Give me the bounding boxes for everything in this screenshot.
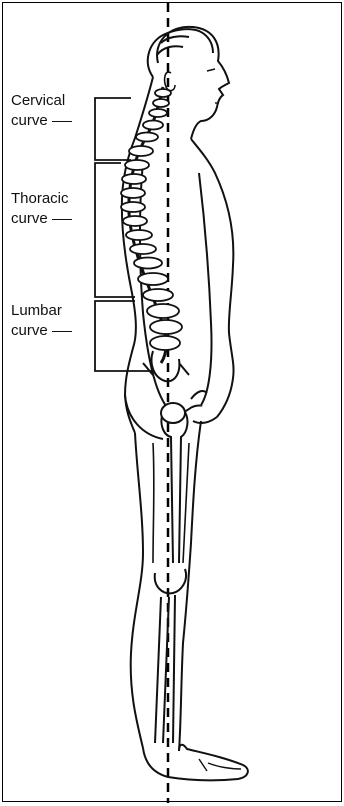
cervical-label-line1: Cervical bbox=[11, 91, 72, 111]
thoracic-label-line1: Thoracic bbox=[11, 189, 72, 209]
vertebrae bbox=[121, 89, 182, 350]
tibia bbox=[155, 595, 175, 743]
hair bbox=[148, 29, 213, 77]
lumbar-label-line1: Lumbar bbox=[11, 301, 72, 321]
cervical-label-line2: curve bbox=[11, 111, 72, 131]
lumbar-label-line2: curve bbox=[11, 321, 72, 341]
toes bbox=[199, 759, 241, 771]
leader-line bbox=[52, 219, 72, 220]
bracket-cervical bbox=[95, 98, 131, 160]
thoracic-label-line2: curve bbox=[11, 209, 72, 229]
front-outline bbox=[191, 139, 234, 417]
knee bbox=[155, 569, 186, 593]
bracket-lumbar bbox=[95, 301, 153, 371]
leg-outline bbox=[131, 421, 201, 751]
leader-line bbox=[52, 121, 72, 122]
cervical-label: Cervical curve bbox=[11, 91, 72, 131]
eye bbox=[207, 69, 215, 71]
leader-line bbox=[52, 331, 72, 332]
thoracic-label: Thoracic curve bbox=[11, 189, 72, 229]
foot bbox=[143, 745, 248, 781]
ear bbox=[165, 72, 175, 91]
lumbar-label: Lumbar curve bbox=[11, 301, 72, 341]
